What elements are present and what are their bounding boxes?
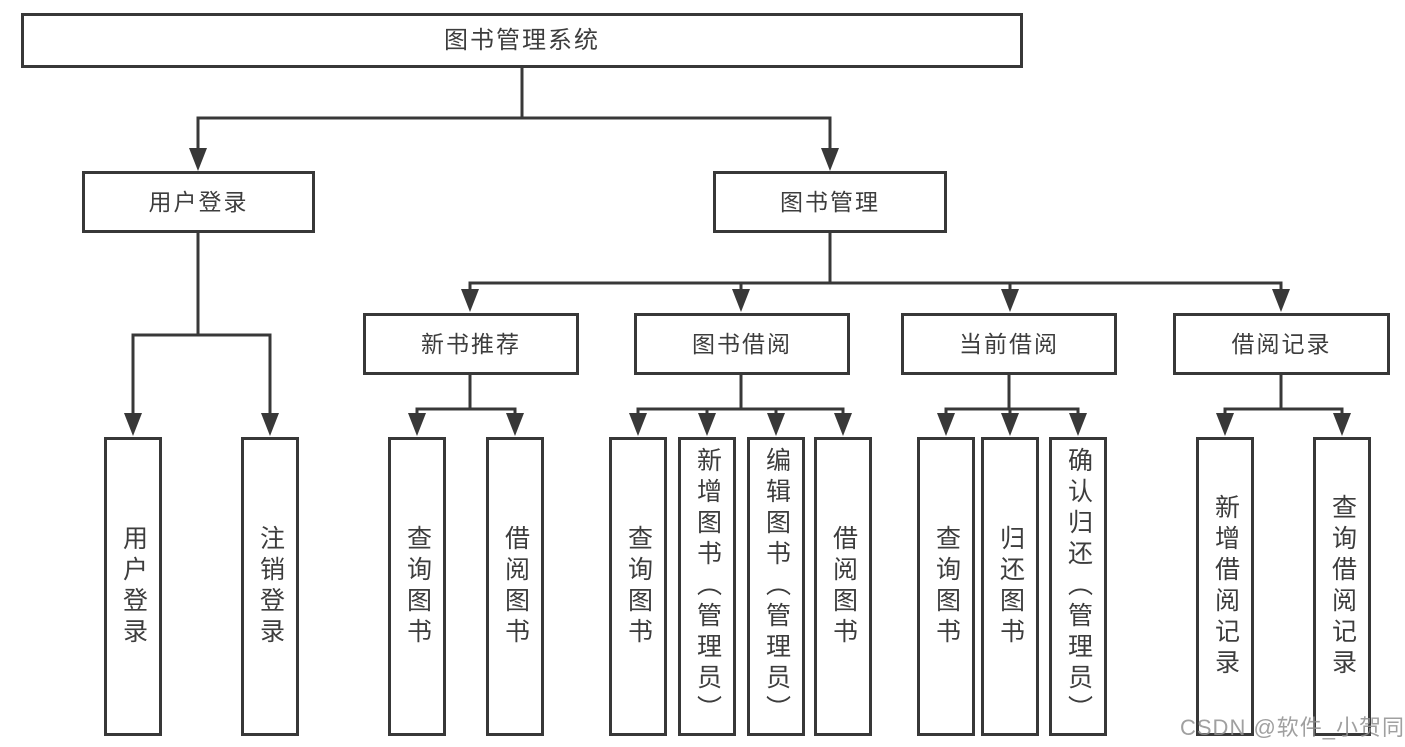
node-leaf-query-books-borrow: 查询图书 <box>609 437 667 736</box>
node-leaf-add-books-admin: 新增图书（管理员） <box>678 437 736 736</box>
node-root-library-system: 图书管理系统 <box>21 13 1023 68</box>
node-user-login: 用户登录 <box>82 171 315 233</box>
node-leaf-edit-books-admin: 编辑图书（管理员） <box>747 437 805 736</box>
node-leaf-return-books: 归还图书 <box>981 437 1039 736</box>
node-leaf-borrow-books: 借阅图书 <box>814 437 872 736</box>
node-book-management: 图书管理 <box>713 171 947 233</box>
node-current-borrow: 当前借阅 <box>901 313 1117 375</box>
node-leaf-query-books-recommend: 查询图书 <box>388 437 446 736</box>
node-borrow-records: 借阅记录 <box>1173 313 1390 375</box>
node-leaf-query-borrow-record: 查询借阅记录 <box>1313 437 1371 736</box>
node-leaf-query-books-current: 查询图书 <box>917 437 975 736</box>
csdn-watermark: CSDN @软件_小贺同学 <box>1180 715 1405 740</box>
node-leaf-confirm-return-admin: 确认归还（管理员） <box>1049 437 1107 736</box>
node-leaf-logout: 注销登录 <box>241 437 299 736</box>
node-new-book-recommend: 新书推荐 <box>363 313 579 375</box>
node-leaf-user-login: 用户登录 <box>104 437 162 736</box>
node-leaf-add-borrow-record: 新增借阅记录 <box>1196 437 1254 736</box>
node-leaf-borrow-books-recommend: 借阅图书 <box>486 437 544 736</box>
node-book-borrow: 图书借阅 <box>634 313 850 375</box>
